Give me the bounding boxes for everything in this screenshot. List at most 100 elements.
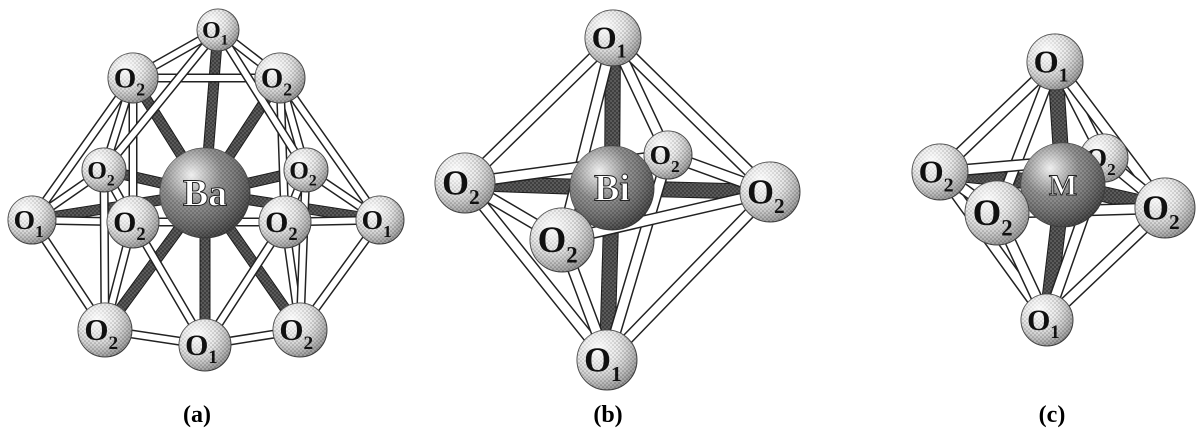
element-symbol: O: [113, 206, 136, 239]
element-symbol: Bi: [594, 168, 630, 210]
polyhedron-edge: [213, 25, 311, 175]
panel-c-caption: (c): [1039, 402, 1066, 428]
polyhedron-edge: [556, 186, 776, 246]
oxygen-atom-o1: O1: [7, 195, 57, 245]
element-symbol: O: [747, 173, 774, 211]
oxygen-label: O2: [87, 156, 115, 189]
element-symbol: O: [919, 154, 944, 190]
site-subscript: 2: [288, 224, 297, 245]
element-symbol: O: [584, 341, 611, 379]
site-subscript: 2: [304, 333, 314, 354]
element-symbol: O: [14, 204, 35, 235]
site-subscript: 2: [107, 172, 115, 189]
oxygen-atom-o1: O1: [584, 9, 642, 67]
oxygen-label: O2: [538, 219, 578, 267]
element-symbol: O: [442, 164, 469, 202]
oxygen-atom-o1: O1: [196, 8, 240, 52]
site-subscript: 2: [136, 80, 145, 100]
oxygen-atom-o1: O1: [1020, 293, 1074, 347]
site-subscript: 2: [309, 172, 317, 189]
oxygen-atom-o2: O2: [643, 130, 693, 180]
center-atom-label: Bi: [594, 168, 630, 210]
oxygen-label: O2: [1142, 189, 1180, 234]
panel-b-caption: (b): [593, 402, 622, 428]
element-symbol: O: [114, 62, 136, 94]
polyhedron-edge: [556, 32, 619, 246]
element-symbol: O: [185, 329, 208, 362]
polyhedron-edge: [99, 25, 223, 175]
element-symbol: O: [362, 204, 383, 235]
oxygen-label: O2: [261, 62, 292, 99]
site-subscript: 1: [221, 33, 228, 49]
site-subscript: 2: [136, 224, 145, 245]
oxygen-label: O1: [584, 341, 622, 386]
oxygen-atom-o2: O2: [254, 52, 306, 104]
element-symbol: O: [973, 192, 1002, 233]
site-subscript: 2: [671, 157, 680, 176]
site-subscript: 1: [35, 222, 44, 241]
oxygen-label: O1: [362, 204, 392, 241]
oxygen-atom-o1: O1: [576, 329, 638, 391]
oxygen-label: O1: [1034, 44, 1069, 87]
oxygen-atom-o2: O2: [964, 180, 1030, 246]
site-subscript: 1: [208, 347, 217, 368]
oxygen-label: O1: [592, 20, 627, 63]
site-subscript: 1: [611, 362, 622, 386]
oxygen-atom-o2: O2: [529, 207, 595, 273]
site-subscript: 2: [283, 80, 292, 100]
center-atom-m: M: [1020, 142, 1106, 228]
panel-a-caption: (a): [183, 402, 211, 428]
oxygen-atom-o2: O2: [272, 302, 328, 358]
site-subscript: 1: [1050, 322, 1059, 343]
polyhedron-edge: [27, 73, 138, 225]
oxygen-label: O2: [113, 206, 146, 245]
center-atom-bi: Bi: [569, 145, 655, 231]
oxygen-label: O1: [202, 17, 228, 49]
center-atom-ba: Ba: [159, 147, 251, 239]
element-symbol: O: [261, 62, 283, 94]
element-symbol: O: [1034, 44, 1059, 80]
element-symbol: O: [592, 20, 617, 56]
site-subscript: 2: [566, 242, 577, 267]
center-atom-label: M: [1049, 169, 1077, 202]
site-subscript: 1: [1059, 65, 1069, 87]
site-subscript: 2: [1107, 160, 1116, 179]
element-symbol: O: [87, 156, 107, 184]
polyhedron-edge: [275, 73, 385, 225]
oxygen-label: O2: [265, 206, 298, 245]
oxygen-label: O2: [747, 173, 785, 218]
oxygen-atom-o1: O1: [355, 195, 405, 245]
polyhedron-edge: [601, 149, 674, 366]
polyhedron-edge: [459, 177, 613, 366]
site-subscript: 2: [109, 333, 119, 354]
oxygen-label: O1: [1027, 304, 1060, 343]
element-symbol: O: [289, 156, 309, 184]
site-subscript: 1: [383, 222, 392, 241]
oxygen-label: O2: [650, 139, 680, 176]
polyhedron-edge: [459, 32, 619, 189]
oxygen-atom-o2: O2: [739, 161, 801, 223]
oxygen-label: O2: [84, 312, 118, 354]
oxygen-atom-o2: O2: [434, 152, 496, 214]
oxygen-atom-o2: O2: [77, 302, 133, 358]
element-symbol: O: [265, 206, 288, 239]
element-symbol: O: [279, 312, 303, 347]
oxygen-atom-o1: O1: [1026, 33, 1084, 91]
oxygen-atom-o1: O1: [178, 318, 232, 372]
oxygen-atom-o2: O2: [283, 147, 329, 193]
element-symbol: O: [202, 17, 221, 44]
polyhedron-edge: [601, 186, 776, 366]
oxygen-label: O2: [919, 154, 954, 197]
element-symbol: O: [1142, 189, 1169, 227]
center-atom-label: Ba: [183, 173, 227, 215]
oxygen-atom-o2: O2: [106, 195, 160, 249]
oxygen-atom-o2: O2: [81, 147, 127, 193]
oxygen-label: O2: [114, 62, 145, 99]
site-subscript: 2: [1001, 215, 1012, 240]
oxygen-atom-o2: O2: [107, 52, 159, 104]
